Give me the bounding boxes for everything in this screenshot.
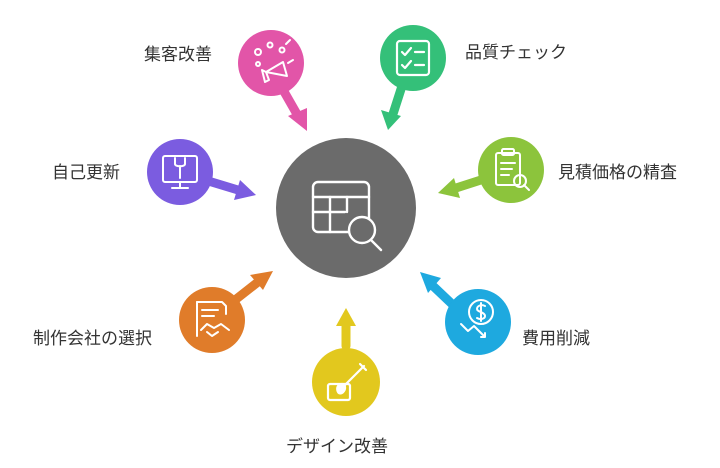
contract-handshake-icon bbox=[196, 301, 230, 337]
arrow-price bbox=[438, 174, 489, 198]
checklist-icon bbox=[395, 39, 431, 77]
label-vendor: 制作会社の選択 bbox=[33, 329, 152, 349]
arrow-customer bbox=[277, 83, 307, 131]
arrow-vendor bbox=[230, 271, 273, 305]
monitor-wrench-icon bbox=[162, 155, 198, 189]
arrow-self bbox=[200, 175, 256, 200]
label-price: 見積価格の精査 bbox=[558, 163, 677, 183]
label-customer: 集客改善 bbox=[144, 45, 212, 65]
megaphone-sparkle-icon bbox=[254, 39, 294, 83]
arrow-quality bbox=[381, 81, 407, 130]
label-self: 自己更新 bbox=[52, 163, 120, 183]
paint-brush-icon bbox=[326, 362, 368, 402]
arrow-design bbox=[336, 308, 356, 351]
node-cost bbox=[445, 289, 511, 355]
label-design: デザイン改善 bbox=[286, 437, 388, 457]
clipboard-search-icon bbox=[495, 148, 530, 191]
node-quality bbox=[380, 25, 446, 91]
node-customer bbox=[238, 30, 304, 96]
label-quality: 品質チェック bbox=[465, 43, 567, 63]
dollar-decline-icon bbox=[460, 299, 494, 338]
node-price bbox=[478, 137, 544, 203]
table-search-icon bbox=[311, 180, 383, 252]
arrow-cost bbox=[420, 272, 457, 309]
center-node bbox=[276, 138, 416, 278]
node-vendor bbox=[179, 287, 245, 353]
node-self bbox=[147, 139, 213, 205]
label-cost: 費用削減 bbox=[522, 329, 590, 349]
node-design bbox=[312, 348, 380, 416]
